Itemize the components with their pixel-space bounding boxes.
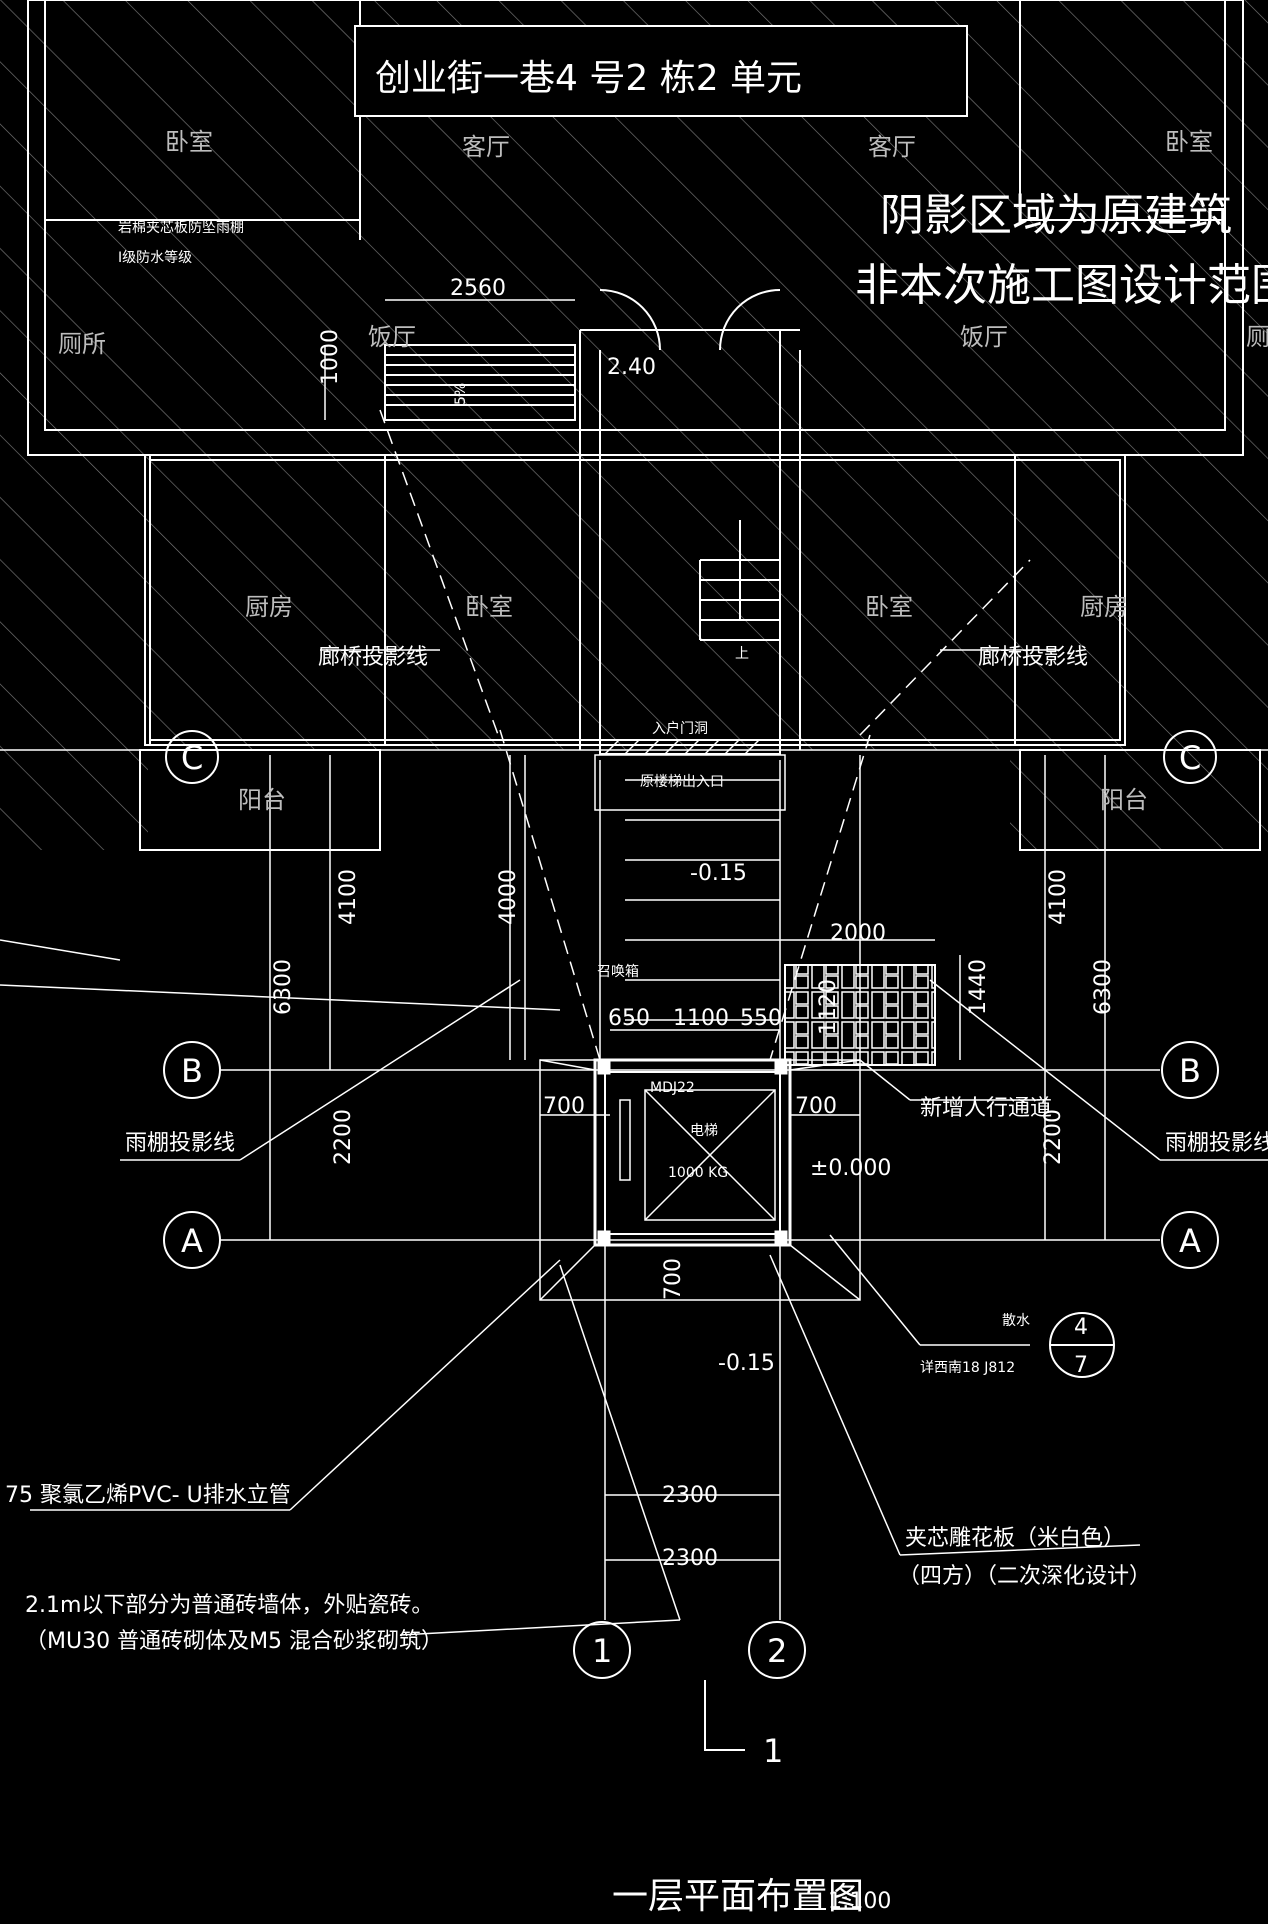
axis-a-right: A (1179, 1222, 1201, 1260)
room-balcony-r: 阳台 (1100, 786, 1148, 814)
dim-4000: 4000 (496, 869, 521, 925)
level-minus-015-top: -0.15 (690, 861, 747, 886)
elevator-shaft (539, 1058, 861, 1301)
room-bedroom-tl: 卧室 (165, 128, 213, 156)
axis-c-right: C (1179, 739, 1201, 777)
dim-2000: 2000 (830, 921, 886, 946)
panel-note-1: 夹芯雕花板（米白色） (905, 1526, 1125, 1551)
axis-c-left: C (181, 739, 203, 777)
room-dining-r: 饭厅 (960, 323, 1008, 351)
dim-4100-right: 4100 (1046, 869, 1071, 925)
axis-1: 1 (592, 1632, 612, 1670)
stair-up-label: 上 (735, 646, 749, 662)
dim-4100-left: 4100 (336, 869, 361, 925)
dim-550: 550 (740, 1006, 782, 1031)
dim-650: 650 (608, 1006, 650, 1031)
dim-700-bottom: 700 (661, 1258, 686, 1300)
new-walkway-paving (784, 964, 936, 1066)
room-living-l: 客厅 (462, 133, 510, 161)
apron-reference: 详西南18 J812 (920, 1360, 1015, 1376)
wall-note-2: （MU30 普通砖砌体及M5 混合砂浆砌筑） (25, 1629, 443, 1654)
room-kitchen-l: 厨房 (245, 593, 293, 621)
entrance-door-label: 入户门洞 (652, 720, 708, 737)
room-bedroom-ml: 卧室 (465, 593, 513, 621)
apron-sheet-number: 7 (1074, 1353, 1088, 1378)
room-toilet-l: 厕所 (58, 330, 106, 358)
door-tag-label: MDJ22 (650, 1080, 695, 1096)
room-dining-l: 饭厅 (368, 323, 416, 351)
dim-6300-left: 6300 (271, 959, 296, 1015)
existing-building (0, 0, 1268, 851)
room-kitchen-r: 厨房 (1080, 593, 1128, 621)
dim-700-left: 700 (543, 1094, 585, 1119)
dim-2200-right: 2200 (1041, 1109, 1066, 1165)
drawing-scale: 1:100 (828, 1889, 891, 1914)
bridge-projection-right: 廊桥投影线 (978, 645, 1088, 670)
room-living-r: 客厅 (868, 133, 916, 161)
apron-detail-number: 4 (1074, 1315, 1088, 1340)
axis-b-left: B (181, 1052, 203, 1090)
note-line-1: 阴影区域为原建筑 (880, 190, 1232, 241)
elevator-load-label: 1000 KG (668, 1165, 728, 1181)
canopy-projection-left: 雨棚投影线 (125, 1131, 235, 1156)
level-2-40: 2.40 (607, 355, 656, 380)
room-balcony-l: 阳台 (238, 786, 286, 814)
new-walkway-label: 新增人行通道 (920, 1096, 1052, 1121)
section-mark: 1 (763, 1732, 783, 1770)
dim-6300-right: 6300 (1091, 959, 1116, 1015)
dim-700-right: 700 (795, 1094, 837, 1119)
note-line-2: 非本次施工图设计范围 (855, 260, 1268, 311)
dim-1100: 1100 (673, 1006, 729, 1031)
canopy-note-2: I级防水等级 (118, 249, 192, 266)
room-bedroom-mr: 卧室 (865, 593, 913, 621)
slope-label-top: 5% (453, 383, 469, 405)
axis-a-left: A (181, 1222, 203, 1260)
grid-lines (0, 409, 1268, 1636)
axis-2: 2 (767, 1632, 787, 1670)
level-minus-015-bottom: -0.15 (718, 1351, 775, 1376)
bridge-projection-left: 廊桥投影线 (318, 645, 428, 670)
room-bedroom-tr: 卧室 (1165, 128, 1213, 156)
elevator-label: 电梯 (690, 1123, 718, 1139)
dim-2200-left: 2200 (331, 1109, 356, 1165)
axis-b-right: B (1179, 1052, 1201, 1090)
level-zero: ±0.000 (810, 1156, 891, 1181)
dim-2560: 2560 (450, 276, 506, 301)
dim-2300-a: 2300 (662, 1483, 718, 1508)
address-title: 创业街一巷4 号2 栋2 单元 (375, 58, 802, 99)
panel-note-2: （四方）（二次深化设计） (898, 1564, 1151, 1589)
canopy-projection-right: 雨棚投影线 (1165, 1131, 1268, 1156)
pipe-note: 75 聚氯乙烯PVC- U排水立管 (5, 1483, 291, 1508)
dimension-lines (324, 299, 961, 1561)
apron-label: 散水 (1002, 1313, 1030, 1329)
drawing-title: 一层平面布置图 (612, 1876, 864, 1917)
canopy-note-1: 岩棉夹芯板防坠雨棚 (118, 219, 244, 236)
dim-1000: 1000 (318, 329, 343, 385)
call-box-label: 召唤箱 (597, 963, 639, 980)
wall-note-1: 2.1m以下部分为普通砖墙体，外贴瓷砖。 (25, 1593, 433, 1618)
dim-1120: 1120 (816, 979, 841, 1035)
dim-1440: 1440 (966, 959, 991, 1015)
dim-2300-b: 2300 (662, 1546, 718, 1571)
fire-exit-label: 原楼梯出入口 (640, 774, 724, 790)
room-toilet-r: 厕 (1246, 323, 1268, 351)
